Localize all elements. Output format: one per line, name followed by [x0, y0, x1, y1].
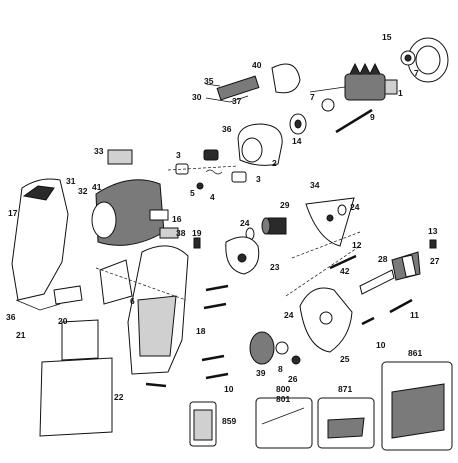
callout-30: 30 [192, 92, 202, 102]
callout-21: 21 [16, 330, 26, 340]
part-8-washer [275, 341, 289, 355]
callout-2: 2 [272, 158, 277, 168]
part-12-bit [329, 254, 357, 270]
callout-24: 24 [284, 310, 294, 320]
callout-7: 7 [414, 68, 419, 78]
callout-13: 13 [428, 226, 438, 236]
callout-32: 32 [78, 186, 88, 196]
part-2-field [237, 123, 283, 166]
callout-41: 41 [92, 182, 102, 192]
callout-20: 20 [58, 316, 68, 326]
callout-24: 24 [350, 202, 360, 212]
callout-35: 35 [204, 76, 214, 86]
callout-28: 28 [378, 254, 388, 264]
callout-1: 1 [398, 88, 403, 98]
part-42-gear-case [299, 287, 353, 353]
callout-22: 22 [114, 392, 124, 402]
part-24-washer [245, 204, 347, 241]
callout-31: 31 [66, 176, 76, 186]
callout-27: 27 [430, 256, 440, 266]
label-859: 859 [222, 416, 236, 426]
callout-26: 26 [288, 374, 298, 384]
part-33-label-sticker [107, 149, 133, 165]
part-35-switch-lead [205, 75, 260, 101]
callout-10: 10 [376, 340, 386, 350]
callout-6: 6 [130, 296, 135, 306]
callout-4: 4 [210, 192, 215, 202]
callout-8: 8 [278, 364, 283, 374]
callout-12: 12 [352, 240, 362, 250]
callout-36: 36 [6, 312, 16, 322]
callout-11: 11 [410, 310, 419, 320]
part-38-button [159, 227, 179, 239]
callout-19: 19 [192, 228, 202, 238]
callout-23: 23 [270, 262, 280, 272]
label-861: 861 [408, 348, 422, 358]
callout-9: 9 [370, 112, 375, 122]
part-1-armature [309, 62, 398, 101]
part-27-chuck [391, 251, 421, 281]
callout-36: 36 [222, 124, 232, 134]
callout-3: 3 [256, 174, 261, 184]
part-17-housing-half [11, 178, 69, 301]
label-871: 871 [338, 384, 352, 394]
part-9-screw [335, 108, 373, 134]
callout-38: 38 [176, 228, 186, 238]
callout-34: 34 [310, 180, 320, 190]
callout-25: 25 [340, 354, 350, 364]
callout-37: 37 [232, 96, 242, 106]
part-5-screw-small [196, 182, 204, 190]
callout-5: 5 [190, 188, 195, 198]
part-34-gear-plate [305, 197, 355, 247]
part-6-switch [99, 259, 133, 305]
part-21-lead [15, 299, 61, 311]
part-7-bearing-small [321, 98, 335, 112]
callout-39: 39 [256, 368, 266, 378]
label-801: 801 [276, 394, 290, 404]
part-871-charger-box [317, 397, 375, 449]
part-26-screw [291, 355, 301, 365]
part-30-wire [205, 95, 249, 103]
part-859-badge [189, 401, 217, 447]
part-28-spindle [359, 269, 395, 295]
part-20-clip [53, 285, 83, 305]
part-3-brush-upper [175, 149, 219, 175]
part-7-bearing [400, 50, 416, 66]
part-14-bearing [289, 113, 307, 135]
part-18-handle-housing [127, 245, 189, 375]
callout-7: 7 [310, 92, 315, 102]
part-motor-housing [91, 179, 165, 246]
callout-3: 3 [176, 150, 181, 160]
part-screws-handle [145, 284, 229, 388]
callout-29: 29 [280, 200, 290, 210]
part-861-case-box [381, 361, 453, 451]
part-39-output-gear [249, 331, 275, 365]
callout-42: 42 [340, 266, 350, 276]
callout-40: 40 [252, 60, 262, 70]
callout-15: 15 [382, 32, 392, 42]
part-40-brush-holder-plate [271, 63, 301, 94]
callout-17: 17 [8, 208, 18, 218]
part-800-801-kit-box [255, 397, 313, 449]
label-800: 800 [276, 384, 290, 394]
part-22-battery-pack [39, 319, 113, 437]
callout-16: 16 [172, 214, 182, 224]
part-15-end-plate [407, 37, 449, 83]
part-29-pinion-gear [261, 217, 287, 235]
callout-24: 24 [240, 218, 250, 228]
part-3-brush-lower [231, 171, 247, 183]
callout-18: 18 [196, 326, 206, 336]
part-10-screw-gear [361, 316, 375, 326]
part-19-pin [193, 237, 201, 249]
part-23-ring-gear-plate [225, 236, 260, 275]
part-11-screw [389, 298, 413, 314]
part-4-brush-spring [205, 169, 223, 175]
part-13-chuck-screw [429, 239, 437, 249]
callout-14: 14 [292, 136, 302, 146]
part-16-bracket [149, 209, 169, 221]
callout-10: 10 [224, 384, 234, 394]
callout-33: 33 [94, 146, 104, 156]
